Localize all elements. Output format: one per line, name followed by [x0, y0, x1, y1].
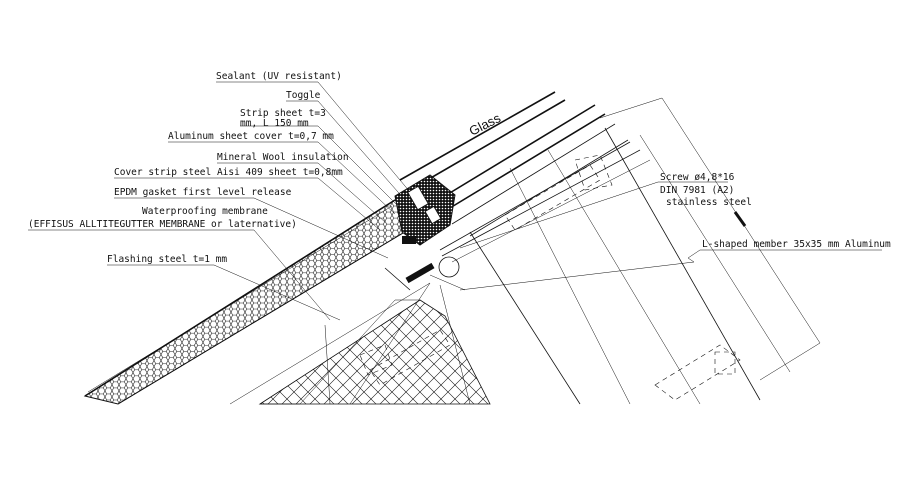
label-strip-sheet-1: Strip sheet t=3: [240, 108, 326, 119]
label-waterproofing-2: (EFFISUS ALLTITEGUTTER MEMBRANE or later…: [28, 219, 297, 230]
label-flashing: Flashing steel t=1 mm: [107, 254, 227, 265]
label-aluminum-cover: Aluminum sheet cover t=0,7 mm: [168, 131, 334, 142]
mineral-wool-panel: [83, 199, 419, 405]
label-epdm-gasket: EPDM gasket first level release: [114, 187, 292, 198]
label-screw-1: Screw ø4,8*16: [660, 172, 735, 183]
mullion-profile: [394, 174, 456, 246]
label-toggle: Toggle: [286, 90, 321, 101]
label-strip-sheet-2: mm, L 150 mm: [240, 118, 309, 129]
l-member-outline: [359, 154, 741, 401]
hatched-substructure: [258, 299, 491, 405]
label-screw-2: DIN 7981 (A2): [660, 185, 734, 196]
label-sealant: Sealant (UV resistant): [216, 71, 342, 82]
right-frame-lines: [439, 127, 791, 405]
leader-lines: [28, 81, 882, 321]
label-glass: Glass: [467, 110, 504, 139]
label-mineral-wool: Mineral Wool insulation: [217, 152, 349, 163]
label-l-shaped-member: L-shaped member 35x35 mm Aluminum: [702, 239, 891, 250]
screw-detail: [384, 262, 466, 291]
detail-circle: [438, 256, 460, 278]
dimension-line: [599, 97, 821, 381]
glass-unit: [399, 91, 629, 237]
label-waterproofing-1: Waterproofing membrane: [142, 206, 268, 217]
annotation-labels: Sealant (UV resistant) Toggle Strip shee…: [28, 71, 891, 265]
diagonal-lines: [229, 282, 471, 405]
label-cover-strip: Cover strip steel Aisi 409 sheet t=0,8mm: [114, 167, 343, 178]
label-screw-3: stainless steel: [666, 197, 752, 208]
